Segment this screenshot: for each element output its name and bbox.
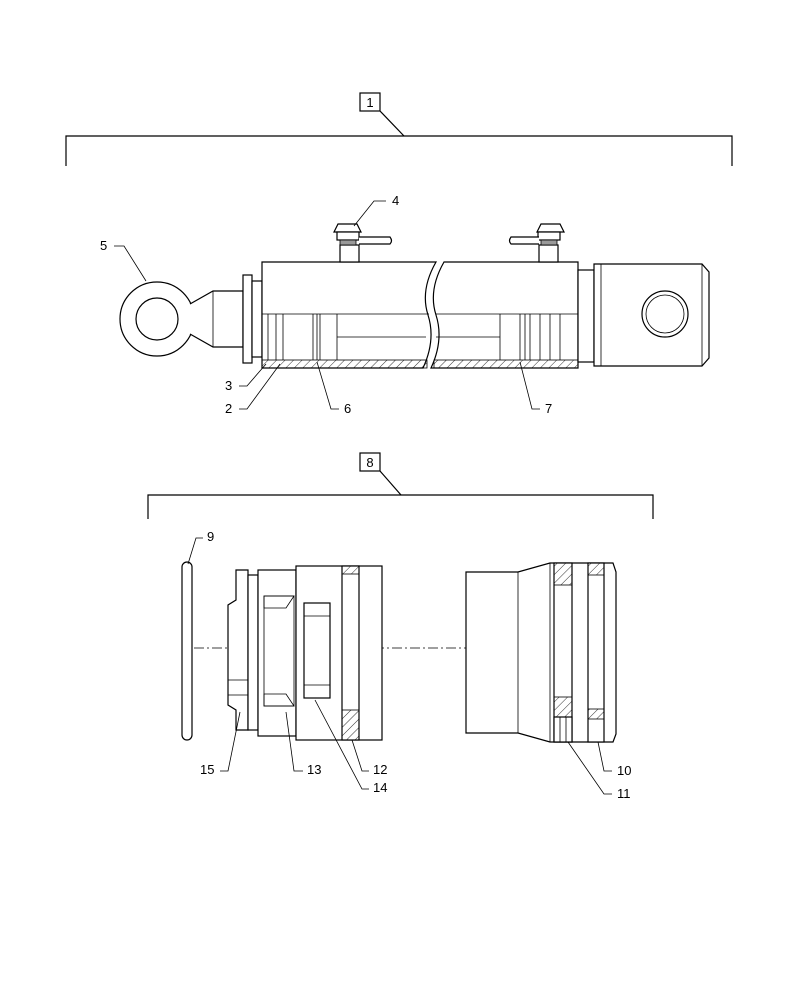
svg-text:12: 12 [373,762,387,777]
assembly-1-bracket: 1 [65,92,733,166]
barrel-left [261,261,438,369]
assembly-1-label: 1 [366,95,373,110]
assembly-1-label-box [359,92,381,112]
assembly-8-label-box [359,452,381,472]
svg-text:15: 15 [200,762,214,777]
svg-text:10: 10 [617,763,631,778]
cylinder-cap-end [577,263,710,367]
svg-text:14: 14 [373,780,387,795]
exploded-parts [181,561,617,743]
callout-10: 10 [597,741,631,778]
callout-9: 9 [187,529,214,565]
grease-fitting-left [333,223,393,263]
callout-7: 7 [519,361,552,416]
svg-text:5: 5 [100,238,107,253]
o-ring [181,561,193,741]
callout-13: 13 [285,711,321,777]
grease-fitting-right [508,223,565,263]
svg-text:4: 4 [392,193,399,208]
callout-15: 15 [200,711,241,777]
assembly-8-label: 8 [366,455,373,470]
svg-text:11: 11 [617,786,631,801]
svg-text:7: 7 [545,401,552,416]
svg-text:13: 13 [307,762,321,777]
callout-3: 3 [225,363,267,393]
svg-text:2: 2 [225,401,232,416]
svg-text:3: 3 [225,378,232,393]
svg-text:9: 9 [207,529,214,544]
callout-11: 11 [567,741,631,801]
gland-body [247,569,297,737]
callout-2: 2 [225,363,281,416]
callout-5: 5 [100,238,147,282]
callout-4: 4 [353,193,399,227]
gland-head [242,274,263,364]
callout-12: 12 [351,739,387,777]
rod-eye [119,281,244,357]
barrel-right [430,261,579,369]
callout-6: 6 [316,361,351,416]
piston-right [465,562,617,743]
assembly-8-bracket: 8 [147,452,654,519]
callout-14: 14 [314,699,387,795]
svg-text:6: 6 [344,401,351,416]
cylinder-assembly [119,223,710,369]
piston-body [295,565,383,741]
